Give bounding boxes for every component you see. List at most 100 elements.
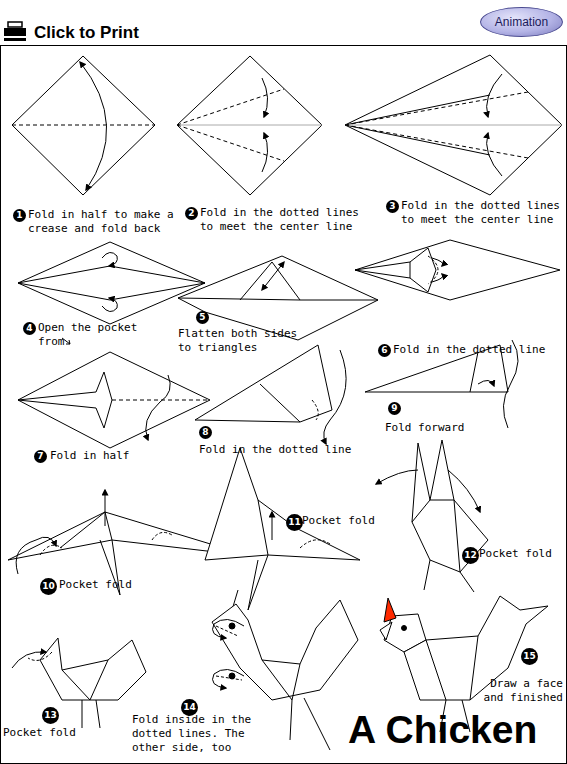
step-instruction: Pocket fold xyxy=(59,578,159,592)
fold-drawing xyxy=(487,74,502,117)
fold-drawing xyxy=(177,125,322,126)
fold-drawing xyxy=(412,440,488,572)
step-instruction: Fold in half xyxy=(50,449,150,463)
fold-drawing xyxy=(345,92,528,125)
callout-number: 9 xyxy=(391,404,397,413)
fold-drawing xyxy=(102,252,117,266)
fold-drawing xyxy=(80,62,107,190)
fold-drawing xyxy=(355,240,560,300)
callout-number: 7 xyxy=(37,452,43,461)
fold-drawing xyxy=(487,133,502,176)
fold-drawing xyxy=(82,700,83,728)
step-instruction: Pocket fold xyxy=(3,726,83,740)
fold-drawing xyxy=(402,626,407,631)
callout-number: 3 xyxy=(389,202,395,211)
callout-number: 13 xyxy=(44,711,57,720)
step-number: 9 xyxy=(388,402,401,415)
step-instruction: Fold in the dotted lines to meet the cen… xyxy=(200,206,368,234)
step-instruction: Draw a face and finished xyxy=(479,677,563,705)
fold-drawing xyxy=(262,78,268,117)
fold-drawing xyxy=(380,622,392,640)
fold-drawing xyxy=(205,448,360,560)
fold-drawing xyxy=(18,266,205,300)
fold-drawing xyxy=(8,22,22,27)
fold-drawing xyxy=(478,380,494,386)
fold-drawing xyxy=(1,46,567,764)
fold-drawing xyxy=(18,352,210,448)
fold-drawing xyxy=(262,262,284,290)
fold-drawing xyxy=(470,636,478,700)
callout-number: 15 xyxy=(523,652,536,661)
fold-drawing xyxy=(345,125,490,155)
step-number: 7 xyxy=(34,450,47,463)
fold-drawing xyxy=(272,512,273,540)
fold-drawing xyxy=(376,470,418,484)
fold-drawing xyxy=(470,352,478,392)
fold-drawing xyxy=(448,470,480,512)
callout-number: 4 xyxy=(26,324,32,333)
callout-number: 5 xyxy=(199,313,205,322)
fold-drawing xyxy=(152,532,172,540)
fold-drawing xyxy=(355,248,436,292)
fold-drawing xyxy=(40,638,146,700)
printer-icon xyxy=(4,22,26,41)
button-label: Animation xyxy=(495,15,548,29)
fold-drawing xyxy=(312,400,318,420)
step-number: 11 xyxy=(286,514,303,531)
fold-drawing xyxy=(304,698,330,750)
step-instruction: Fold in half to make a crease and fold b… xyxy=(28,208,180,236)
step-instruction: Fold in the dotted line xyxy=(393,343,553,357)
step-number: 6 xyxy=(378,344,391,357)
callout-number: 8 xyxy=(202,428,208,437)
print-link: Click to Print xyxy=(34,23,194,43)
fold-drawing xyxy=(177,56,322,195)
fold-drawing xyxy=(345,125,562,126)
fold-drawing xyxy=(4,28,26,36)
fold-drawing xyxy=(300,540,330,548)
callout-number: 6 xyxy=(381,346,387,355)
step-instruction: Fold inside in the dotted lines. The oth… xyxy=(132,713,264,755)
fold-drawing xyxy=(324,350,346,444)
step-number: 15 xyxy=(521,648,538,665)
fold-drawing xyxy=(177,89,284,125)
fold-drawing xyxy=(229,673,235,679)
fold-drawing xyxy=(345,125,528,158)
step-number: 1 xyxy=(13,209,26,222)
step-number: 3 xyxy=(386,200,399,213)
fold-drawing xyxy=(18,242,205,324)
fold-drawing xyxy=(178,298,378,300)
animation-button: Animation xyxy=(480,7,563,37)
callout-number: 12 xyxy=(464,551,477,560)
fold-drawing xyxy=(96,700,100,728)
step-number: 10 xyxy=(40,578,57,595)
fold-drawing xyxy=(213,619,245,638)
fold-drawing xyxy=(102,298,117,312)
fold-drawing xyxy=(248,500,268,610)
fold-drawing xyxy=(428,256,438,284)
fold-drawing xyxy=(105,490,106,526)
callout-number: 2 xyxy=(188,209,194,218)
callout-number: 1 xyxy=(16,211,22,220)
fold-drawing xyxy=(12,652,46,668)
fold-drawing xyxy=(8,55,562,750)
step-instruction: Flatten both sides to triangles xyxy=(178,327,304,355)
fold-drawing xyxy=(40,545,62,555)
fold-drawing xyxy=(260,384,300,422)
fold-drawing xyxy=(146,375,171,440)
fold-drawing xyxy=(18,372,112,428)
fold-drawing xyxy=(412,500,474,592)
step-instruction: Fold in the dotted line xyxy=(199,443,364,457)
fold-drawing xyxy=(424,560,430,590)
step-number: 8 xyxy=(199,426,212,439)
step-number: 12 xyxy=(462,547,479,564)
fold-drawing xyxy=(262,660,300,700)
step-instruction: Fold forward xyxy=(385,421,485,435)
fold-drawing xyxy=(212,600,358,700)
fold-drawing xyxy=(432,258,443,266)
step-number: 13 xyxy=(42,707,59,724)
fold-drawing xyxy=(345,95,490,125)
fold-drawing xyxy=(345,55,562,195)
fold-drawing xyxy=(4,38,26,41)
fold-drawing xyxy=(12,56,155,195)
